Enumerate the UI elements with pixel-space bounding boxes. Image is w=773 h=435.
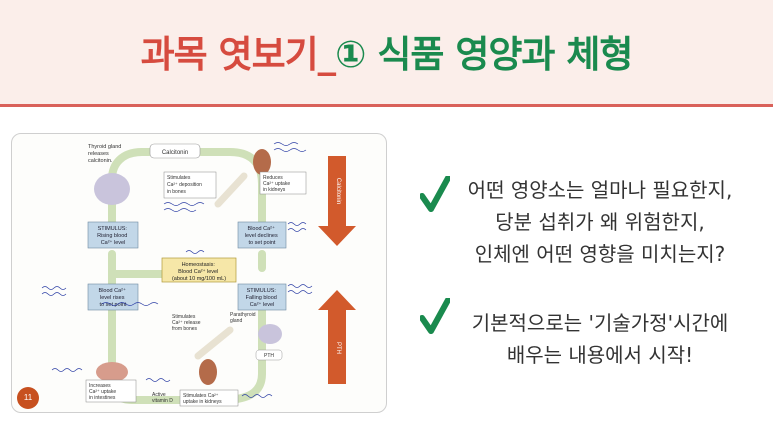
bone-image (214, 172, 248, 208)
bullet-1-line-3: 인체엔 어떤 영향을 미치는지? (474, 242, 726, 266)
level-declines-box (237, 221, 287, 249)
handwritten-notes (41, 142, 313, 398)
intestine-box (85, 379, 137, 403)
level-declines-text: Blood Ca²⁺ level declines to set point (245, 225, 280, 246)
bullet-1-line-2: 당분 섭취가 왜 위험한지, (495, 210, 705, 234)
bullet-2-line-2: 배우는 내용에서 시작! (506, 343, 694, 367)
deposition-text: Stimulates Ca²⁺ deposition in bones (167, 175, 203, 195)
check-icon (420, 298, 450, 334)
stimulus-rising-box (87, 221, 139, 249)
pth-up-arrow (318, 290, 356, 384)
bullet-2: 기본적으로는 '기술가정'시간에 배우는 내용에서 시작! (452, 307, 748, 371)
deposition-box (163, 171, 217, 199)
calcium-homeostasis-diagram: Calcitonin Thyroid gland releases calcit… (11, 133, 387, 413)
homeostasis-box (161, 257, 237, 283)
intestine-text: Increases Ca²⁺ uptake in intestines (89, 383, 118, 401)
slide-header: 과목 엿보기_① 식품 영양과 체형 (0, 0, 773, 107)
kidney-uptake-text: Stimulates Ca²⁺ uptake in kidneys (183, 393, 222, 405)
bullet-2-line-1: 기본적으로는 '기술가정'시간에 (471, 311, 729, 335)
reduces-text: Reduces Ca²⁺ uptake in kidneys (263, 175, 292, 193)
kidney-uptake-box (179, 389, 239, 407)
calcitonin-tag (149, 143, 201, 159)
title-part2: ① 식품 영양과 체형 (335, 33, 633, 76)
bone-image-lower (194, 326, 234, 360)
level-rises-text: Blood Ca²⁺ level rises to set point (99, 287, 128, 308)
thyroid-text: Thyroid gland releases calcitonin. (88, 144, 123, 164)
thyroid-gland-image (94, 173, 130, 205)
calcitonin-down-arrow (318, 156, 356, 246)
title-part1: 과목 엿보기_ (140, 33, 337, 76)
page-number-badge: 11 (17, 387, 39, 409)
calcitonin-arrow-label: Calcitonin (335, 178, 341, 204)
parathyroid-image (258, 324, 282, 344)
pth-tag (255, 349, 283, 361)
calcitonin-label: Calcitonin (162, 150, 188, 156)
parathyroid-text: Parathyroid gland (230, 312, 257, 324)
slide-title: 과목 엿보기_① 식품 영양과 체형 (0, 24, 773, 78)
bullet-1-line-1: 어떤 영양소는 얼마나 필요한지, (467, 178, 733, 202)
reduces-box (259, 171, 307, 195)
kidney-image-top (253, 149, 271, 175)
pth-label: PTH (264, 353, 274, 359)
kidney-image-bottom (199, 359, 217, 385)
stimulus-falling-box (237, 283, 287, 311)
pth-arrow-label: PTH (335, 342, 341, 354)
homeostasis-text: Homeostasis: Blood Ca²⁺ level (about 10 … (172, 262, 226, 282)
active-vitamin-d-text: Active vitamin D (152, 392, 173, 404)
check-icon (420, 176, 450, 212)
bullet-1: 어떤 영양소는 얼마나 필요한지, 당분 섭취가 왜 위험한지, 인체엔 어떤 … (452, 174, 748, 270)
stimulus-rising-text: STIMULUS: Rising blood Ca²⁺ level (97, 226, 129, 246)
intestine-image (96, 362, 128, 382)
stimulus-falling-text: STIMULUS: Falling blood Ca²⁺ level (246, 288, 279, 308)
release-text: Stimulates Ca²⁺ release from bones (172, 314, 202, 332)
diagram-svg: Calcitonin Thyroid gland releases calcit… (41, 142, 356, 407)
